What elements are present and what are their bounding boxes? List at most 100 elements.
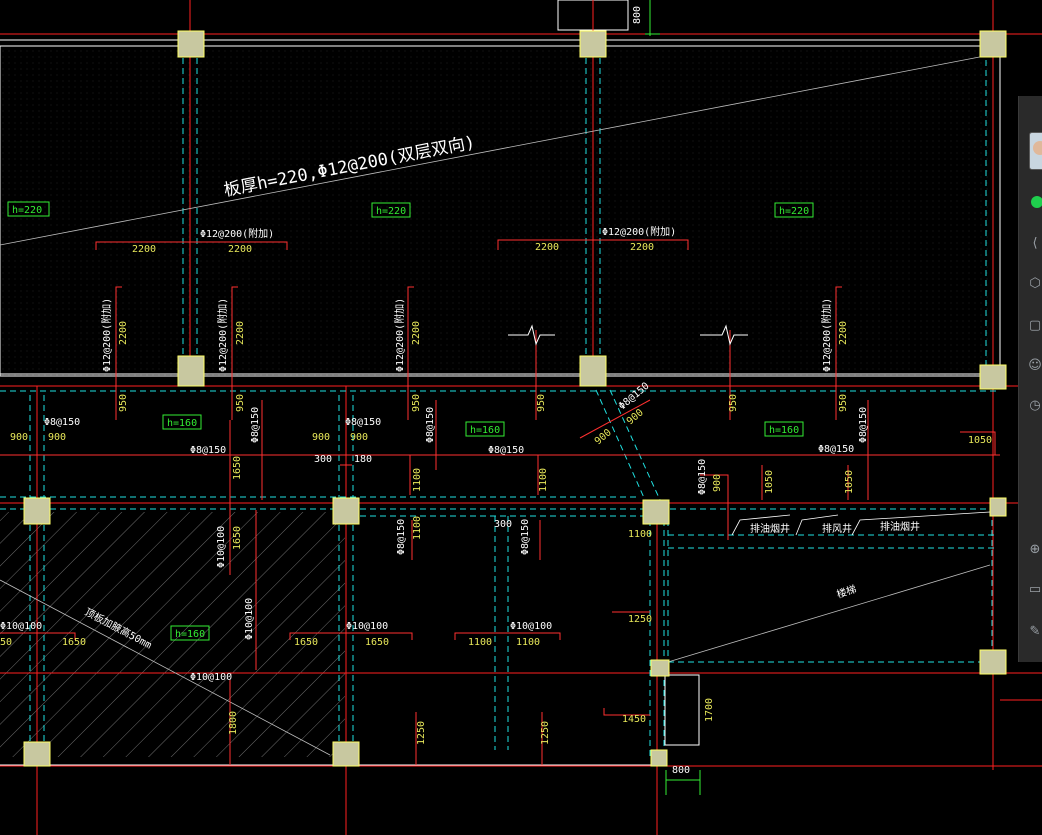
rebar-8-150-9: Φ8@150: [617, 381, 652, 413]
columns: [23, 30, 1007, 767]
dim-1800: 1800: [228, 711, 239, 735]
dim-1250-h: 1250: [628, 614, 652, 625]
dim-950-2: 950: [235, 394, 246, 412]
dim-900-6: 900: [625, 407, 646, 427]
dim-2200-3: 2200: [535, 242, 559, 253]
rebar-8-150-2: Φ8@150: [190, 445, 226, 456]
bottom-dim-800: [665, 770, 701, 795]
page-icon[interactable]: ▢: [1028, 318, 1042, 333]
dim-950-5: 950: [728, 394, 739, 412]
avatar[interactable]: [1029, 132, 1042, 170]
dim-950-3: 950: [411, 394, 422, 412]
dim-800-top: 800: [632, 6, 643, 24]
rebar-8-150-4: Φ8@150: [488, 445, 524, 456]
dim-300-1: 300: [314, 454, 332, 465]
note-icon[interactable]: ▭: [1028, 582, 1042, 597]
tag-h160-4: h=160: [175, 629, 205, 640]
tag-h160-1: h=160: [167, 418, 197, 429]
dim-1100-h: 1100: [628, 529, 652, 540]
dim-1700: 1700: [704, 698, 715, 722]
dim-2200-1: 2200: [132, 244, 156, 255]
rebar-10-100-1: Φ10@100: [216, 526, 227, 568]
dim-bottom-1650-3: 1650: [365, 637, 389, 648]
rebar-vertical-labels: Φ12@200(附加) Φ12@200(附加) Φ12@200(附加) Φ12@…: [100, 298, 849, 372]
slab-hatch-lower-left: [0, 512, 345, 757]
dim-800-bottom: 800: [672, 765, 690, 776]
dim-900-7: 900: [712, 474, 723, 492]
dim-2200-4: 2200: [630, 242, 654, 253]
dim-900-3: 900: [312, 432, 330, 443]
cube-icon[interactable]: ⬡: [1029, 276, 1041, 291]
break-symbols: [508, 324, 748, 346]
shaft-label-2: 排风井: [822, 522, 852, 535]
rebar-vertical-3: Φ12@200(附加): [393, 298, 406, 372]
dim-900-2: 900: [48, 432, 66, 443]
rebar-8-150-5: Φ8@150: [818, 444, 854, 455]
rebar-8-150-10: Φ8@150: [697, 459, 708, 495]
user-icon[interactable]: ☺: [1028, 358, 1042, 373]
tag-h160-2: h=160: [470, 425, 500, 436]
chat-icon[interactable]: [1031, 196, 1042, 208]
rebar-vertical-2: Φ12@200(附加): [216, 298, 229, 372]
slab-fill-upper: [0, 46, 998, 376]
shaft-ramps: [731, 511, 991, 536]
dim-1100-v1: 1100: [412, 468, 423, 492]
dim-bottom-1650-2: 1650: [294, 637, 318, 648]
dim-1100-v3: 1100: [412, 516, 423, 540]
shaft-label-1: 排油烟井: [750, 522, 790, 535]
dims-950: 950 950 950 950 950 950: [118, 394, 849, 412]
rebar-10-100-4: Φ10@100: [510, 621, 552, 632]
dim-bottom-1650-1: 1650: [62, 637, 86, 648]
rebar-8-150-11: Φ8@150: [396, 519, 407, 555]
shaft-labels: 排油烟井 排风井 排油烟井: [750, 520, 920, 535]
ramp-label: 楼梯: [835, 582, 858, 601]
share-icon[interactable]: ⟨: [1032, 236, 1038, 251]
dim-1250-v2: 1250: [540, 721, 551, 745]
rebar-8-150-6: Φ8@150: [250, 407, 261, 443]
dim-1050-2: 1050: [764, 470, 775, 494]
side-toolbar: ⟨ ⬡ ▢ ☺ ◷ ⊕ ▭ ✎: [1018, 96, 1042, 662]
rebar-8-150-8: Φ8@150: [858, 407, 869, 443]
beam-lines: [0, 48, 1000, 760]
rebar-top-bar-1: Φ12@200(附加): [200, 227, 274, 240]
rebar-10-100-labels: Φ10@100 Φ10@100 Φ10@100 Φ10@100 Φ10@100 …: [0, 526, 552, 683]
rebar-partial: Φ10@100: [0, 621, 42, 632]
dims-2200-horizontal: 2200 2200 2200 2200: [132, 242, 654, 255]
dim-2200-v4: 2200: [838, 321, 849, 345]
dims-misc: 300 180 300 1050 1050 1050 1650 1650 110…: [228, 6, 992, 776]
dim-bottom-50: 50: [0, 637, 12, 648]
dim-900-4: 900: [350, 432, 368, 443]
rebar-8-150-12: Φ8@150: [520, 519, 531, 555]
dim-1050-1: 1050: [968, 435, 992, 446]
dim-1250-v1: 1250: [416, 721, 427, 745]
edit-icon[interactable]: ✎: [1029, 624, 1041, 639]
dim-2200-v3: 2200: [411, 321, 422, 345]
rebar-top-bar-2: Φ12@200(附加): [602, 225, 676, 238]
rebar-8-150-3: Φ8@150: [345, 417, 381, 428]
shaft-label-3: 排油烟井: [880, 520, 920, 533]
tag-h220-2: h=220: [376, 206, 406, 217]
tag-h220-3: h=220: [779, 206, 809, 217]
rebar-leaders: [0, 239, 1000, 765]
rebar-8-150-1: Φ8@150: [44, 417, 80, 428]
dim-950-4: 950: [536, 394, 547, 412]
dim-2200-v2: 2200: [235, 321, 246, 345]
dim-bottom-1100-1: 1100: [468, 637, 492, 648]
rebar-vertical-1: Φ12@200(附加): [100, 298, 113, 372]
dim-180: 180: [354, 454, 372, 465]
tag-h160-3: h=160: [769, 425, 799, 436]
dim-300-2: 300: [494, 519, 512, 530]
rebar-8-150-7: Φ8@150: [425, 407, 436, 443]
diagonal-lines: [0, 54, 991, 756]
top-dim-800: [645, 0, 660, 36]
clock-icon[interactable]: ◷: [1029, 398, 1041, 413]
thickness-tags: h=220 h=220 h=220 h=160 h=160 h=160 h=16…: [7, 201, 814, 641]
rebar-vertical-4: Φ12@200(附加): [820, 298, 833, 372]
dim-1650-v2: 1650: [232, 526, 243, 550]
slab-edges: [0, 39, 1005, 766]
dim-950-6: 950: [838, 394, 849, 412]
dim-1650-v1: 1650: [232, 456, 243, 480]
dim-2200-v1: 2200: [118, 321, 129, 345]
add-circle-icon[interactable]: ⊕: [1029, 542, 1041, 557]
